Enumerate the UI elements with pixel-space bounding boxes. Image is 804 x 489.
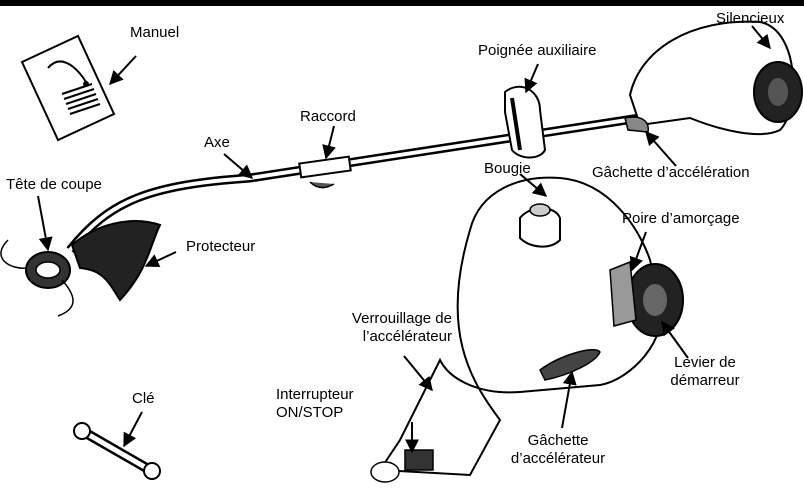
- label-interrupteur: Interrupteur ON/STOP: [276, 386, 354, 422]
- label-silencieux: Silencieux: [716, 10, 784, 28]
- label-verrouillage-line2: l’accélérateur: [300, 328, 452, 346]
- label-levier-line2: démarreur: [660, 372, 750, 390]
- manual-illustration: [22, 36, 114, 140]
- label-levier-demarreur: Levier de démarreur: [660, 354, 750, 390]
- label-levier-line1: Levier de: [660, 354, 750, 372]
- label-gachette-acceleration: Gâchette d’accélération: [592, 164, 750, 182]
- label-interrupteur-line2: ON/STOP: [276, 404, 354, 422]
- label-verrouillage-line1: Verrouillage de: [300, 310, 452, 328]
- label-gachette-line1: Gâchette: [488, 432, 628, 450]
- label-raccord: Raccord: [300, 108, 356, 126]
- label-bougie: Bougie: [484, 160, 531, 178]
- aux-handle-illustration: [505, 87, 545, 158]
- label-tete-de-coupe: Tête de coupe: [6, 176, 102, 194]
- label-gachette-line2: d’accélérateur: [488, 450, 628, 468]
- label-poignee-auxiliaire: Poignée auxiliaire: [478, 42, 596, 60]
- engine-top-illustration: [625, 22, 802, 134]
- label-axe: Axe: [204, 134, 230, 152]
- label-poire-amorcage: Poire d’amorçage: [622, 210, 740, 228]
- wrench-illustration: [74, 423, 160, 479]
- label-protecteur: Protecteur: [186, 238, 255, 256]
- label-manuel: Manuel: [130, 24, 179, 42]
- label-verrouillage: Verrouillage de l’accélérateur: [300, 310, 452, 346]
- label-interrupteur-line1: Interrupteur: [276, 386, 354, 404]
- label-gachette-accelerateur: Gâchette d’accélérateur: [488, 432, 628, 468]
- label-cle: Clé: [132, 390, 155, 408]
